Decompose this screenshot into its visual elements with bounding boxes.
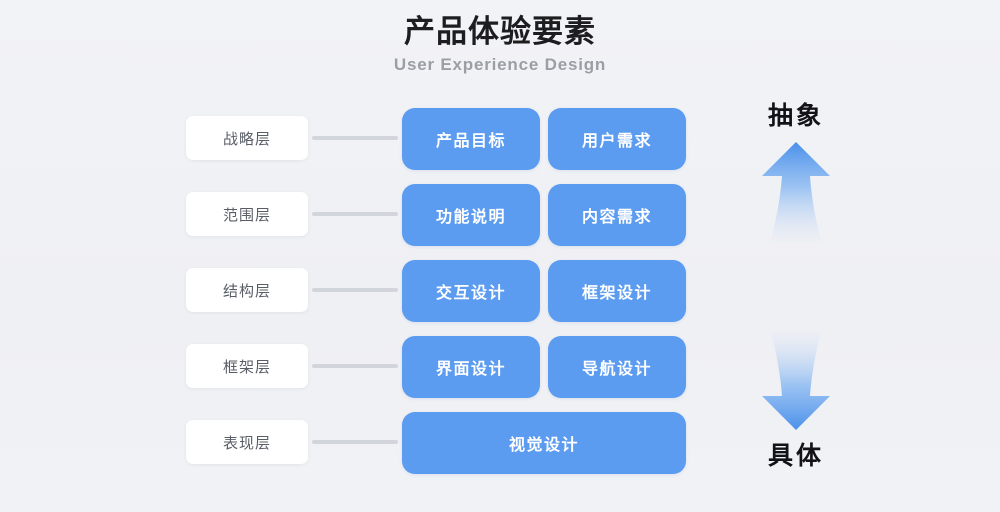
diagram-row: 范围层 功能说明 内容需求: [0, 184, 1000, 260]
element-box-label: 导航设计: [581, 361, 652, 378]
element-box-label: 交互设计: [435, 285, 506, 302]
layer-card-surface[interactable]: 表现层: [186, 420, 308, 464]
element-box-label: 视觉设计: [508, 437, 579, 454]
element-box[interactable]: 交互设计: [402, 260, 540, 322]
connector-line: [312, 364, 398, 368]
axis-label-abstract: 抽象: [767, 102, 824, 130]
layer-card-structure[interactable]: 结构层: [186, 268, 308, 312]
layer-card-label: 战略层: [222, 130, 271, 148]
axis-label-concrete: 具体: [767, 442, 824, 470]
connector-line: [312, 212, 398, 216]
page-title: 产品体验要素: [404, 14, 596, 49]
element-box[interactable]: 内容需求: [548, 184, 686, 246]
element-box-label: 界面设计: [435, 361, 506, 378]
row-boxes: 界面设计 导航设计: [402, 336, 686, 412]
connector-line: [312, 288, 398, 292]
diagram-row: 表现层 视觉设计: [0, 412, 1000, 488]
element-box-label: 产品目标: [435, 133, 506, 150]
layer-card-label: 范围层: [222, 206, 271, 224]
element-box-label: 框架设计: [581, 285, 652, 302]
row-boxes: 功能说明 内容需求: [402, 184, 686, 260]
page-subtitle: User Experience Design: [393, 55, 607, 74]
element-box[interactable]: 用户需求: [548, 108, 686, 170]
element-box-label: 用户需求: [581, 133, 652, 150]
connector-line: [312, 136, 398, 140]
diagram-row: 结构层 交互设计 框架设计: [0, 260, 1000, 336]
row-boxes: 产品目标 用户需求: [402, 108, 686, 184]
layer-card-skeleton[interactable]: 框架层: [186, 344, 308, 388]
connector-line: [312, 440, 398, 444]
arrow-up-icon: [762, 142, 830, 242]
diagram-row: 框架层 界面设计 导航设计: [0, 336, 1000, 412]
layer-card-strategy[interactable]: 战略层: [186, 116, 308, 160]
element-box-label: 功能说明: [435, 209, 506, 226]
page-header: 产品体验要素 User Experience Design: [0, 12, 1000, 78]
element-box[interactable]: 界面设计: [402, 336, 540, 398]
element-box[interactable]: 功能说明: [402, 184, 540, 246]
row-boxes: 交互设计 框架设计: [402, 260, 686, 336]
element-box[interactable]: 视觉设计: [402, 412, 686, 474]
layer-card-scope[interactable]: 范围层: [186, 192, 308, 236]
diagram-row: 战略层 产品目标 用户需求: [0, 108, 1000, 184]
arrow-down-icon: [762, 330, 830, 430]
row-boxes: 视觉设计: [402, 412, 686, 488]
layer-card-label: 表现层: [222, 434, 271, 452]
element-box[interactable]: 导航设计: [548, 336, 686, 398]
abstraction-axis: 抽象 具体: [726, 96, 866, 486]
layer-card-label: 框架层: [222, 358, 271, 376]
layer-card-label: 结构层: [222, 282, 271, 300]
element-box-label: 内容需求: [581, 209, 652, 226]
element-box[interactable]: 产品目标: [402, 108, 540, 170]
element-box[interactable]: 框架设计: [548, 260, 686, 322]
